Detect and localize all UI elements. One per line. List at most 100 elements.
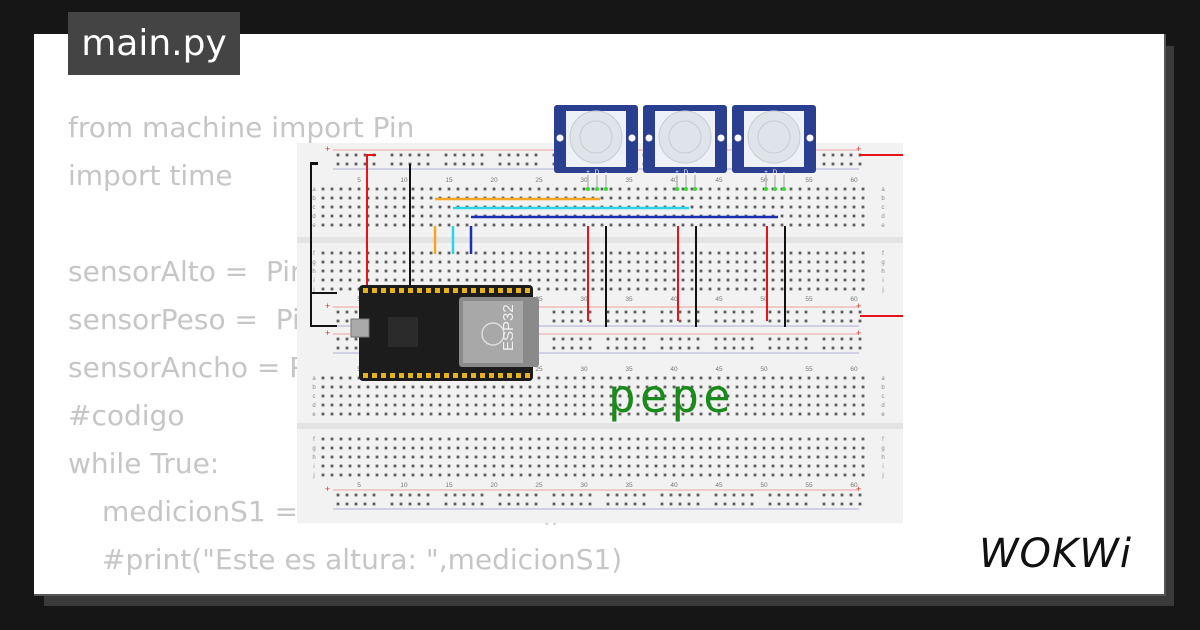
breadboard-hole	[321, 278, 325, 282]
breadboard-hole	[375, 223, 379, 227]
breadboard-hole	[411, 455, 415, 459]
rail-hole	[570, 346, 574, 350]
breadboard-hole	[816, 385, 820, 389]
breadboard-hole	[735, 196, 739, 200]
breadboard-hole	[573, 437, 577, 441]
breadboard-hole	[816, 412, 820, 416]
breadboard-hole	[411, 394, 415, 398]
breadboard-hole	[474, 269, 478, 273]
breadboard-hole	[429, 223, 433, 227]
breadboard-hole	[690, 278, 694, 282]
breadboard-hole	[348, 223, 352, 227]
breadboard-hole	[843, 205, 847, 209]
rail-hole	[336, 162, 340, 166]
breadboard-hole	[717, 187, 721, 191]
breadboard-hole	[411, 260, 415, 264]
breadboard-hole	[645, 196, 649, 200]
breadboard-hole	[618, 278, 622, 282]
rail-hole	[534, 493, 538, 497]
rail-hole	[417, 493, 421, 497]
breadboard-hole	[861, 437, 865, 441]
breadboard-hole	[510, 223, 514, 227]
breadboard-hole	[654, 278, 658, 282]
breadboard-hole	[807, 464, 811, 468]
breadboard-hole	[735, 187, 739, 191]
column-number: 55	[805, 177, 813, 184]
rail-hole	[723, 337, 727, 341]
breadboard-hole	[780, 385, 784, 389]
rail-hole	[399, 502, 403, 506]
breadboard-hole	[609, 223, 613, 227]
breadboard-hole	[618, 464, 622, 468]
breadboard-hole	[546, 260, 550, 264]
breadboard-hole	[753, 260, 757, 264]
rail-hole	[822, 337, 826, 341]
breadboard-hole	[843, 251, 847, 255]
breadboard-hole	[816, 446, 820, 450]
breadboard-hole	[348, 205, 352, 209]
rail-hole	[831, 153, 835, 157]
breadboard-hole	[861, 446, 865, 450]
breadboard-hole	[537, 187, 541, 191]
breadboard-hole	[330, 403, 334, 407]
breadboard-hole	[519, 223, 523, 227]
breadboard-hole	[600, 278, 604, 282]
breadboard-hole	[348, 394, 352, 398]
breadboard-hole	[582, 187, 586, 191]
breadboard-hole	[834, 260, 838, 264]
breadboard-hole	[555, 385, 559, 389]
breadboard-hole	[330, 287, 334, 291]
breadboard-hole	[852, 214, 856, 218]
breadboard-hole	[546, 269, 550, 273]
rail-hole	[804, 319, 808, 323]
breadboard-hole	[465, 473, 469, 477]
breadboard-hole	[411, 412, 415, 416]
breadboard-hole	[798, 223, 802, 227]
breadboard-hole	[528, 403, 532, 407]
breadboard-hole	[843, 412, 847, 416]
breadboard-hole	[798, 403, 802, 407]
breadboard-hole	[384, 455, 388, 459]
breadboard-hole	[807, 187, 811, 191]
breadboard-hole	[762, 464, 766, 468]
breadboard-hole	[780, 376, 784, 380]
breadboard-hole	[537, 403, 541, 407]
breadboard-hole	[618, 446, 622, 450]
column-number: 50	[760, 482, 768, 489]
header-pin	[489, 373, 494, 378]
file-tab[interactable]: main.py	[68, 12, 240, 75]
breadboard-hole	[672, 278, 676, 282]
row-letter: c	[882, 205, 885, 211]
breadboard-hole	[537, 376, 541, 380]
breadboard-hole	[708, 437, 712, 441]
breadboard-hole	[330, 205, 334, 209]
header-pin	[471, 288, 476, 293]
rail-hole	[678, 319, 682, 323]
breadboard-hole	[798, 278, 802, 282]
breadboard-hole	[834, 196, 838, 200]
rail-hole	[831, 493, 835, 497]
esp32-board[interactable]: ESP32	[350, 285, 539, 381]
breadboard-hole	[465, 251, 469, 255]
breadboard-hole	[744, 196, 748, 200]
breadboard-hole	[456, 278, 460, 282]
wire	[860, 154, 903, 317]
mount-hole	[717, 134, 725, 142]
breadboard-hole	[663, 446, 667, 450]
rail-hole	[390, 153, 394, 157]
breadboard-hole	[690, 223, 694, 227]
rail-hole	[453, 162, 457, 166]
code-line: while True:	[68, 447, 220, 480]
header-pin	[462, 373, 467, 378]
breadboard-hole	[690, 473, 694, 477]
breadboard-hole	[546, 394, 550, 398]
column-number: 35	[625, 366, 633, 373]
rail-hole	[345, 310, 349, 314]
column-number: 30	[580, 366, 588, 373]
breadboard-hole	[816, 187, 820, 191]
breadboard-hole	[672, 251, 676, 255]
rail-hole	[624, 346, 628, 350]
breadboard-hole	[753, 223, 757, 227]
rail-hole	[642, 346, 646, 350]
